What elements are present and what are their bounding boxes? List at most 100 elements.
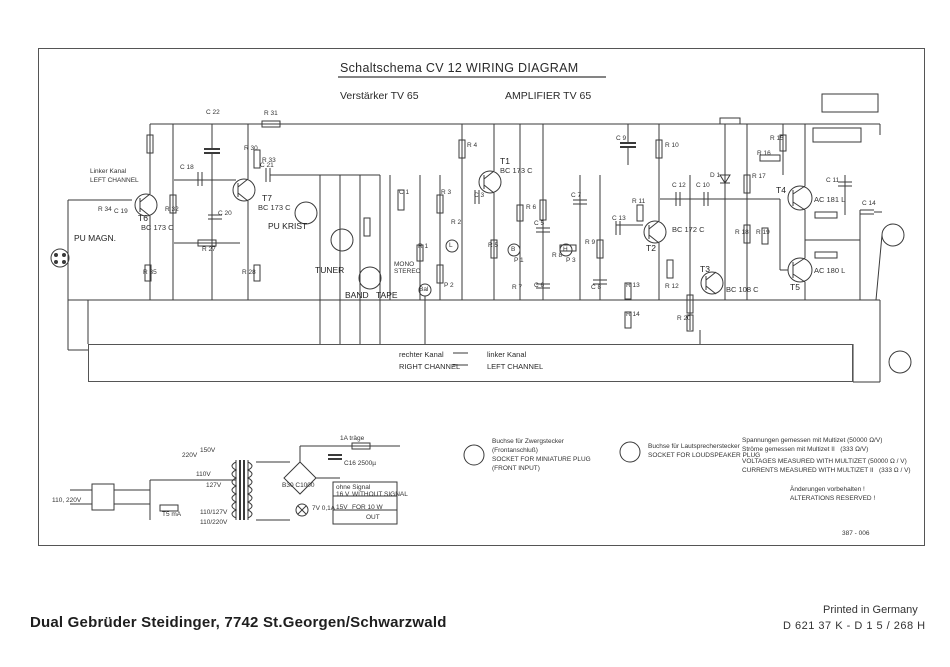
t3-type: BC 108 C [726,285,759,294]
knob-bass: B [511,246,516,253]
transformer-tap-4: 110/220V [200,519,228,526]
c5-label: C 5 [534,220,545,227]
supply-table-line-4: FOR 10 W [352,504,383,511]
r14-label: R 14 [626,311,640,318]
t1-ref: T1 [500,156,510,166]
legend-changes-de: Änderungen vorbehalten ! [790,486,865,493]
c13-label: C 13 [612,215,626,222]
bus-left-de: linker Kanal [487,350,527,359]
supply-table-line-2: WITHOUT SIGNAL [352,491,408,498]
r3-label: R 3 [441,189,452,196]
mono-stereo-label: MONO STEREO [394,261,421,275]
band-label: BAND [345,290,369,300]
knob-treble: H [563,246,568,253]
r32-label: R 32 [165,206,179,213]
t3-ref: T3 [700,264,710,274]
bus-left-en: LEFT CHANNEL [487,362,544,371]
mains-voltage: 110, 220V [52,497,82,504]
transformer-tap-2: 127V [206,482,222,489]
r6-label: R 6 [526,204,537,211]
drawing-title: Schaltschema CV 12 WIRING DIAGRAM [340,61,579,75]
c18-label: C 18 [180,164,194,171]
p3-label: P 3 [566,257,576,264]
legend-measure-en: VOLTAGES MEASURED WITH MULTIZET (50000 Ω… [742,458,911,474]
company-address: Dual Gebrüder Steidinger, 7742 St.George… [30,614,447,631]
c6-label: C 6 [534,282,545,289]
fuse2-label: 1A träge [340,435,365,442]
tap-220v: 220V [182,452,198,459]
bus-right-en: RIGHT CHANNEL [399,362,461,371]
d1-label: D 1 [710,172,721,179]
legend-speaker-en: SOCKET FOR LOUDSPEAKER PLUG [648,452,761,459]
c3-label: C 3 [474,192,485,199]
t4-ref: T4 [776,185,786,195]
r10-label: R 10 [665,142,679,149]
t6-ref: T6 [138,213,148,223]
c9-label: C 9 [616,135,627,142]
tap-110v: 110V [196,471,211,478]
p1-label: P 1 [514,257,524,264]
t2-ref: T2 [646,243,656,253]
legend-changes-en: ALTERATIONS RESERVED ! [790,495,876,502]
c12-label: C 12 [672,182,686,189]
c21-label: C 21 [260,162,274,169]
t6-type: BC 173 C [141,223,174,232]
left-channel-label: Linker Kanal LEFT CHANNEL [90,168,139,184]
r16-label: R 16 [757,150,771,157]
t2-type: BC 172 C [672,225,705,234]
subtitle-german: Verstärker TV 65 [340,90,419,102]
r1-label: R 1 [418,243,429,250]
r31-label: R 31 [264,110,278,117]
r9-label: R 9 [585,239,596,246]
pu-magn-label: PU MAGN. [74,233,117,243]
t5-type: AC 180 L [814,266,846,275]
knob-loudness: L [449,242,453,249]
r8-label: R 8 [552,252,563,259]
transformer-tap-1: 150V [200,447,216,454]
r5-label: R 5 [488,242,499,249]
t4-type: AC 181 L [814,195,846,204]
r15-label: R 15 [770,135,784,142]
lamp-label: 7V 0,1A [312,505,336,512]
c11-label: C 11 [826,177,840,184]
c19-label: C 19 [114,208,128,215]
pu-krist-label: PU KRIST [268,221,308,231]
c1-label: C 1 [399,189,410,196]
tuner-label: TUNER [315,265,345,275]
r19-label: R 19 [756,229,770,236]
bus-right-de: rechter Kanal [399,350,444,359]
supply-table-line-5: OUT [366,514,380,521]
r27-label: R 27 [202,246,216,253]
r20-label: R 20 [677,315,691,322]
ripple-cap-label: C16 2500µ [344,460,376,467]
c20-label: C 20 [218,210,232,217]
drawing-frame [38,48,925,546]
r18-label: R 18 [735,229,749,236]
r35-label: R 35 [143,269,157,276]
printed-in: Printed in Germany [823,604,918,616]
r7-label: R 7 [512,284,523,291]
r12-label: R 12 [665,283,679,290]
r4-label: R 4 [467,142,478,149]
legend-miniature-de: Buchse für Zwergstecker (Frontanschluß) [492,438,564,454]
c10-label: C 10 [696,182,710,189]
c22-label: C 22 [206,109,220,116]
supply-table-title: ohne Signal [336,484,371,491]
c7-label: C 7 [571,192,582,199]
tape-label: TAPE [376,290,398,300]
c14-label: C 14 [862,200,876,207]
r34-label: R 34 [98,206,112,213]
r2-label: R 2 [451,219,462,226]
legend-measure-de: Spannungen gemessen mit Multizet (50000 … [742,437,883,453]
r33-label: R 33 [262,157,276,164]
t1-type: BC 173 C [500,166,533,175]
knob-balance: Bal [419,286,429,293]
fuse-rating: T5 mA [162,511,182,518]
supply-table-line-3: 15V [336,504,348,511]
drawing-number: 387 - 006 [842,530,870,537]
supply-table-line-1: 16 V [336,491,350,498]
r11-label: R 11 [632,198,646,205]
r30-label: R 30 [244,145,258,152]
r17-label: R 17 [752,173,766,180]
